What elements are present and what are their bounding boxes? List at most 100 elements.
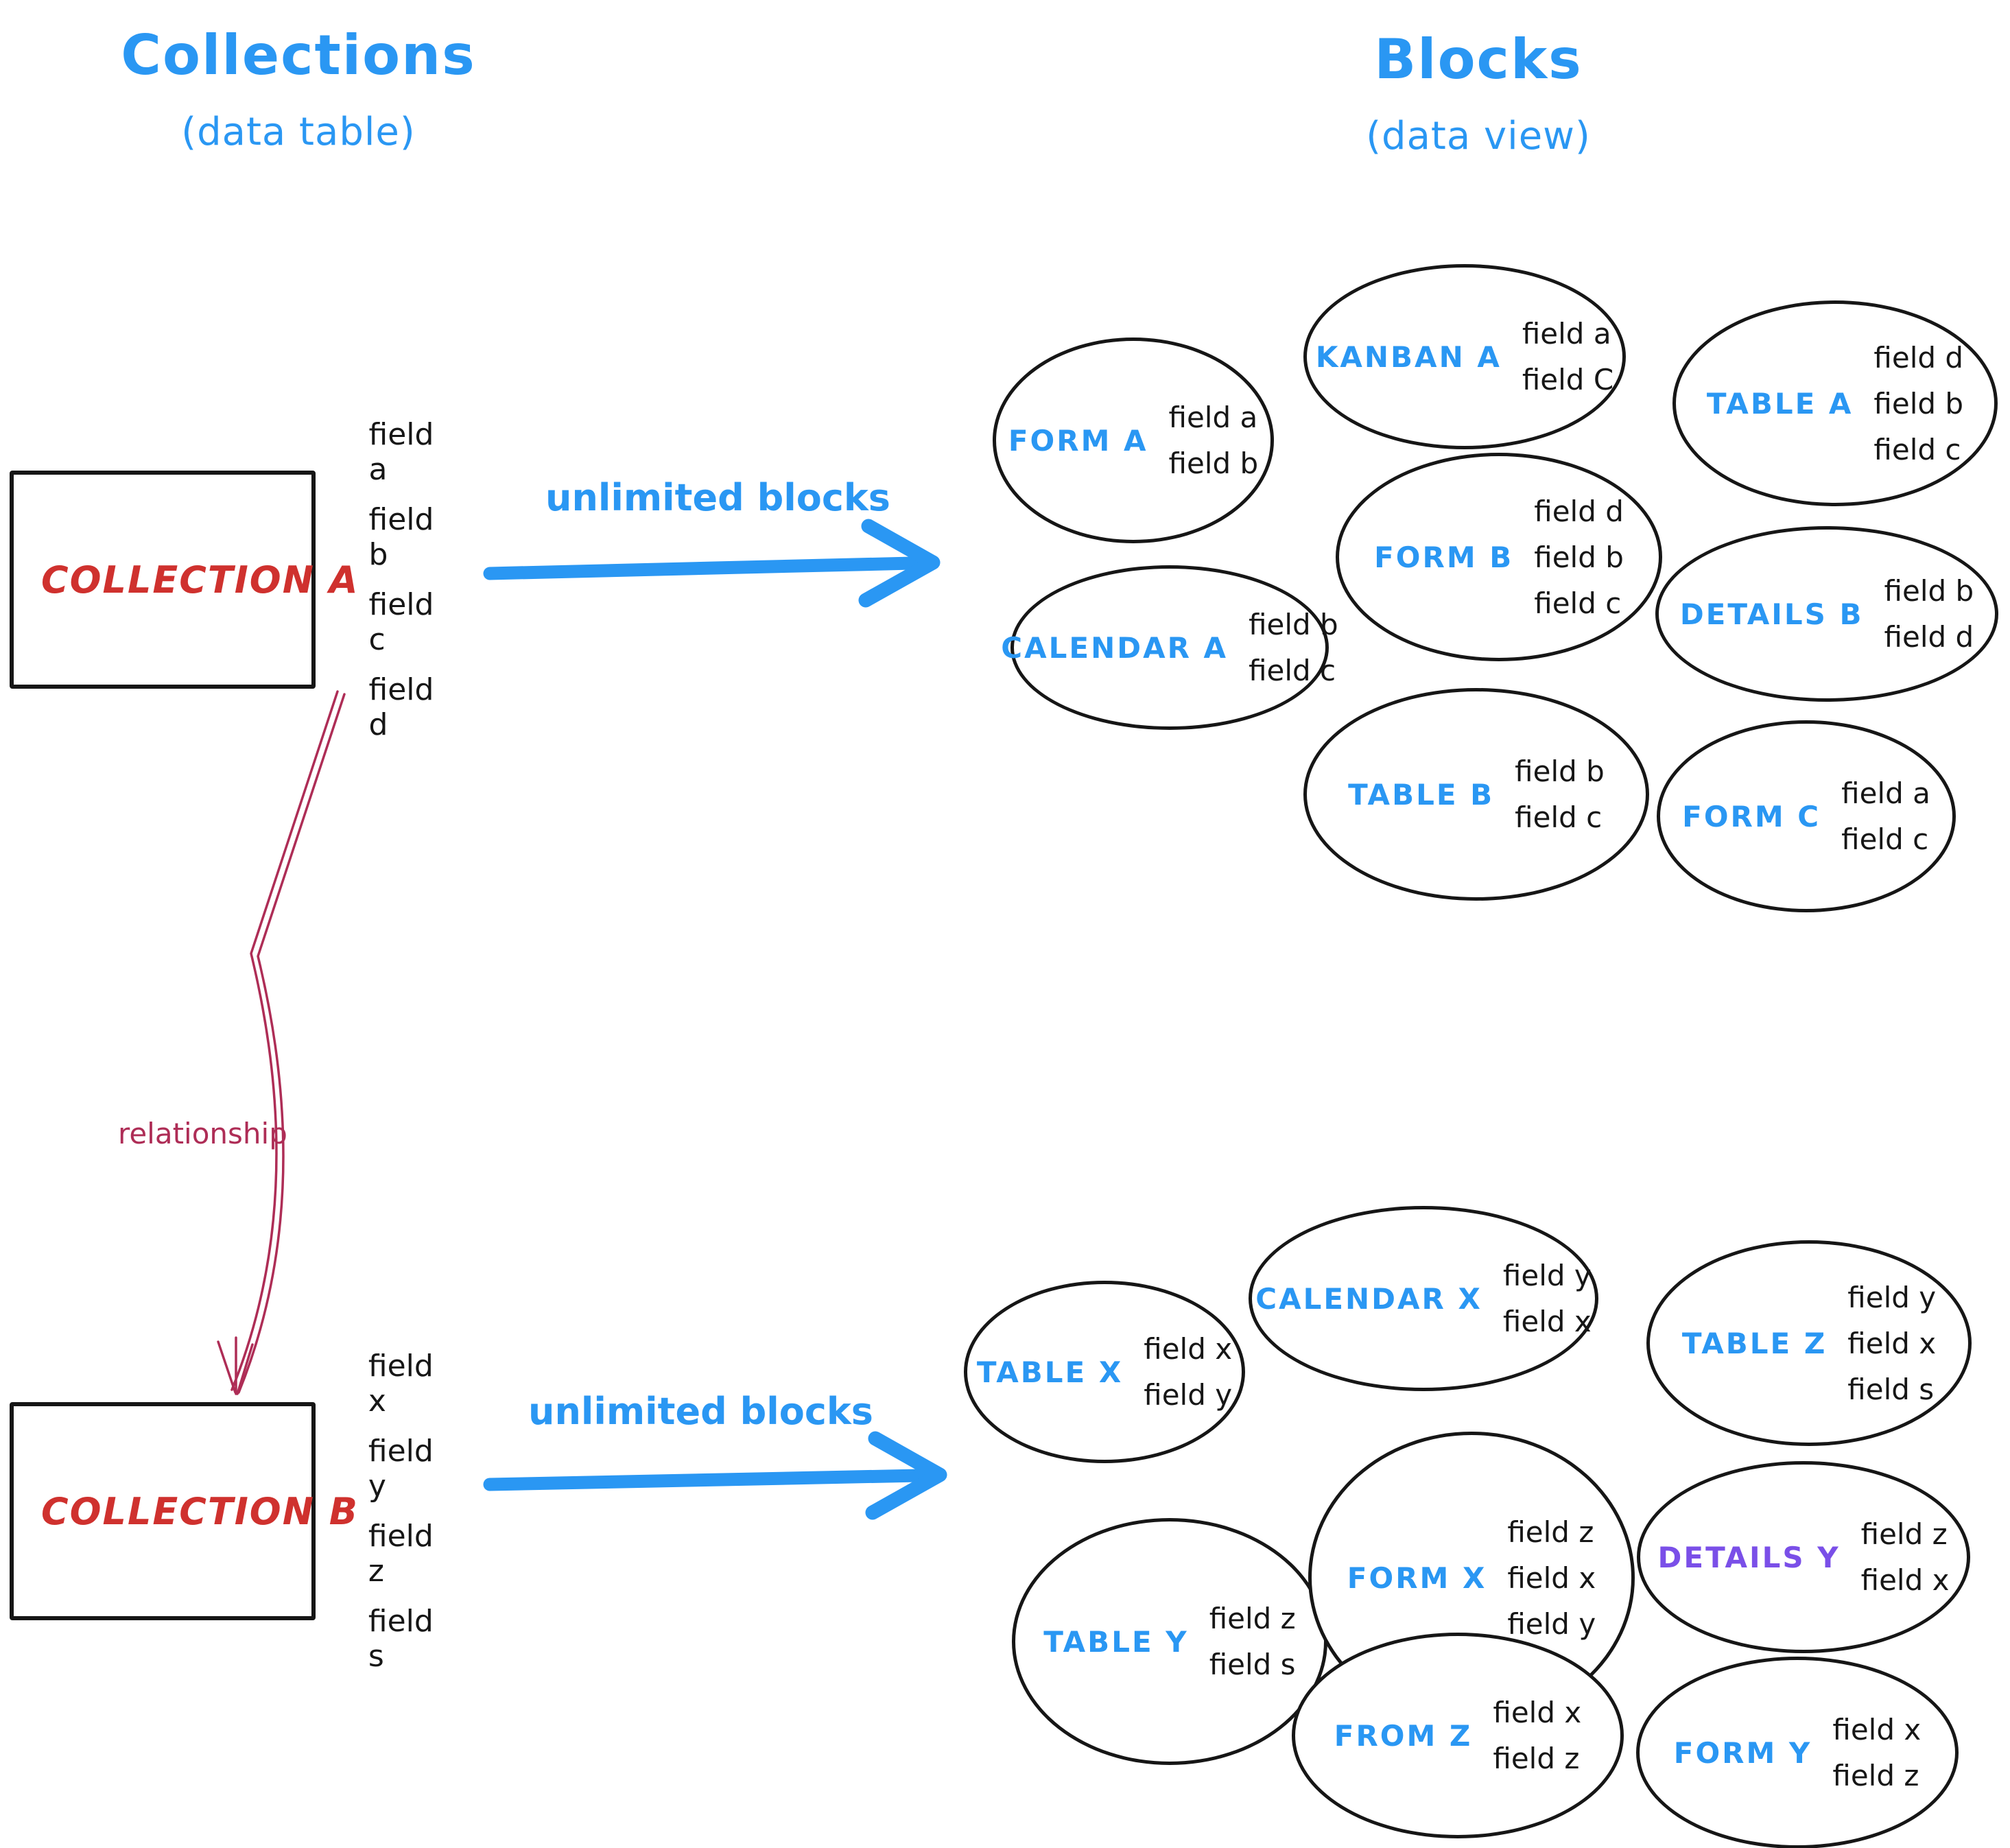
block-fields: field x field z [1493,1696,1581,1775]
block-field: field c [1873,432,1961,466]
block-fields: field y field x field s [1847,1281,1936,1406]
relationship-arrow [217,690,346,1395]
block-field: field b [1884,574,1974,608]
block-fields: field d field b field c [1873,341,1963,466]
block-field: field y [1502,1259,1592,1292]
block-field: field x [1847,1326,1937,1360]
block-field: field c [1249,654,1336,687]
block-label: TABLE Z [1681,1326,1828,1360]
block-field: field z [1832,1759,1919,1792]
unlimited-blocks-label-top: unlimited blocks [545,476,890,519]
block-form-b: FORM B field d field b field c [1336,453,1662,661]
collection-b-fields: field x field y field z field s [359,1349,434,1674]
block-field: field a [1522,317,1611,351]
block-fields: field b field c [1249,608,1338,687]
collection-field: field a [368,417,434,487]
block-field: field d [1534,494,1624,528]
unlimited-blocks-arrow-top [483,519,941,608]
blocks-subtitle: (data view) [1366,114,1591,158]
block-field: field b [1249,608,1338,641]
block-field: field z [1860,1517,1948,1551]
block-fields: field z field x field y [1507,1515,1596,1641]
block-label: DETAILS Y [1657,1540,1841,1574]
block-field: field x [1860,1563,1950,1597]
block-label: FORM B [1374,540,1514,574]
block-field: field x [1832,1713,1922,1746]
block-table-z: TABLE Z field y field x field s [1646,1240,1972,1446]
block-label: DETAILS B [1679,597,1864,631]
block-fields: field a field c [1841,777,1930,856]
block-field: field b [1873,386,1964,420]
block-field: field a [1841,777,1930,810]
block-fields: field b field c [1515,755,1605,834]
block-field: field y [1507,1607,1596,1641]
block-fields: field x field y [1144,1332,1232,1412]
block-label: CALENDAR X [1255,1281,1482,1316]
collection-field: field c [368,587,434,657]
block-table-a: TABLE A field d field b field c [1672,300,1998,506]
block-label: TABLE X [976,1355,1124,1389]
block-field: field b [1534,540,1624,574]
block-field: field z [1209,1602,1296,1635]
block-table-y: TABLE Y field z field s [1012,1518,1327,1765]
block-label: TABLE Y [1043,1624,1189,1659]
collection-field: field s [368,1604,434,1674]
block-details-y: DETAILS Y field z field x [1637,1461,1970,1653]
block-field: field c [1534,586,1622,620]
block-table-b: TABLE B field b field c [1303,688,1649,901]
relationship-label: relationship [118,1117,287,1150]
block-calendar-x: CALENDAR X field y field x [1249,1206,1598,1391]
block-table-x: TABLE X field x field y [964,1281,1245,1463]
block-field: field y [1144,1378,1233,1412]
block-field: field x [1493,1696,1582,1729]
block-field: field c [1515,801,1603,834]
collection-field: field z [368,1519,434,1589]
block-label: FORM C [1682,799,1821,833]
block-label: FORM Y [1673,1736,1812,1770]
collection-field: field x [368,1349,434,1419]
block-field: field s [1847,1372,1935,1406]
block-kanban-a: KANBAN A field a field C [1303,264,1626,449]
block-label: FORM X [1347,1561,1487,1595]
block-form-c: FORM C field a field c [1657,720,1956,912]
block-form-y: FORM Y field x field z [1636,1657,1959,1848]
block-fields: field z field x [1861,1517,1950,1597]
block-label: KANBAN A [1315,340,1502,374]
block-field: field s [1209,1648,1296,1681]
unlimited-blocks-arrow-bottom [483,1431,947,1520]
block-field: field z [1493,1742,1580,1775]
block-fields: field a field C [1522,317,1613,396]
block-field: field d [1873,340,1964,375]
block-fields: field x field z [1832,1713,1921,1792]
collection-b-box: COLLECTION B field x field y field z fie… [10,1349,434,1674]
collections-title: Collections [121,23,476,87]
block-calendar-a: CALENDAR A field b field c [1001,565,1338,730]
block-field: field y [1847,1280,1937,1314]
block-field: field x [1144,1332,1233,1366]
block-fields: field y field x [1503,1259,1592,1338]
block-field: field z [1507,1515,1594,1549]
collections-subtitle: (data table) [181,110,416,154]
block-field: field b [1168,447,1259,480]
block-field: field d [1884,620,1974,654]
block-label: FROM Z [1334,1718,1473,1753]
unlimited-blocks-label-bottom: unlimited blocks [528,1390,873,1433]
block-fields: field b field d [1884,574,1974,654]
collection-field: field d [368,672,434,742]
block-label: TABLE B [1348,777,1495,812]
block-fields: field d field b field c [1534,495,1624,620]
block-field: field x [1502,1305,1592,1338]
collection-a-fields: field a field b field c field d [359,417,434,742]
block-details-b: DETAILS B field b field d [1655,526,1998,702]
collection-b-name: COLLECTION B [41,1489,359,1533]
block-from-z: FROM Z field x field z [1292,1633,1624,1838]
block-field: field a [1168,401,1258,434]
block-form-a: FORM A field a field b [993,337,1274,543]
block-field: field x [1507,1561,1596,1595]
block-label: FORM A [1008,423,1148,458]
block-fields: field z field s [1209,1602,1296,1681]
blocks-title: Blocks [1374,27,1583,91]
block-fields: field a field b [1169,401,1259,480]
block-field: field C [1522,363,1614,396]
